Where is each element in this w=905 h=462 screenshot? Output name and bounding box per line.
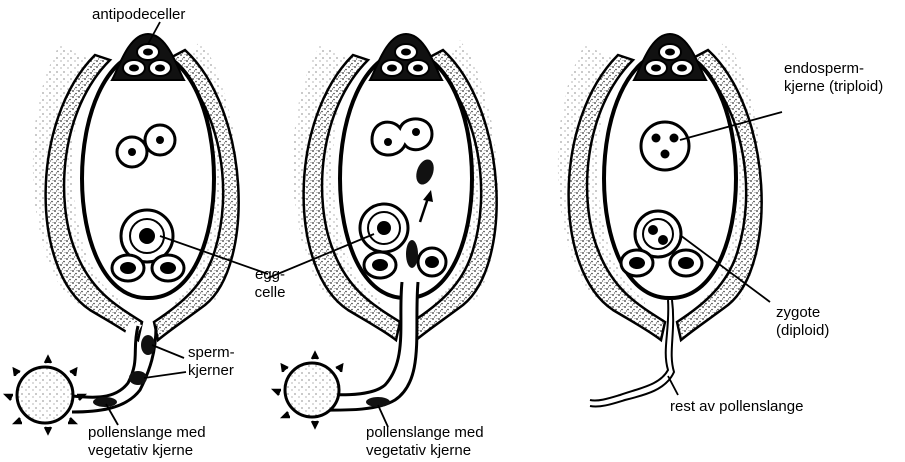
label-pollen-tube-2-line2: vegetativ kjerne [366, 442, 484, 460]
vegetative-nucleus-1 [93, 397, 117, 407]
label-sperm-nuclei-line2: kjerner [188, 362, 235, 380]
label-pollen-tube-2: pollenslange med vegetativ kjerne [366, 424, 484, 460]
embryo-sac-2 [340, 50, 472, 298]
label-zygote: zygote (diploid) [776, 304, 829, 340]
label-endosperm-line1: endosperm- [784, 60, 883, 78]
endosperm-nucleus [641, 122, 689, 170]
label-pollen-tube-rest: rest av pollenslange [670, 398, 803, 416]
leader-tube-rest [668, 376, 678, 395]
label-antipodal-cells: antipodeceller [92, 6, 185, 24]
leader-sperm-a [152, 345, 184, 358]
pollen-grain-2 [285, 363, 339, 417]
label-pollen-tube-1: pollenslange med vegetativ kjerne [88, 424, 206, 460]
label-zygote-line1: zygote [776, 304, 829, 322]
label-pollen-tube-1-line2: vegetativ kjerne [88, 442, 206, 460]
ovule-2 [274, 34, 498, 427]
label-endosperm-line2: kjerne (triploid) [784, 78, 883, 96]
label-egg-cell-line1: egg- [248, 266, 292, 284]
label-zygote-line2: (diploid) [776, 322, 829, 340]
sperm-nucleus-2 [406, 240, 418, 268]
label-pollen-tube-2-line1: pollenslange med [366, 424, 484, 442]
leader-sperm-b [144, 372, 186, 378]
polar-nuclei-2 [372, 119, 432, 155]
label-pollen-tube-1-line1: pollenslange med [88, 424, 206, 442]
label-sperm-nuclei-line1: sperm- [188, 344, 235, 362]
ovule-3 [558, 34, 763, 407]
label-egg-cell-line2: celle [248, 284, 292, 302]
label-egg-cell: egg- celle [248, 266, 292, 302]
label-sperm-nuclei: sperm- kjerner [188, 344, 235, 380]
label-endosperm: endosperm- kjerne (triploid) [784, 60, 883, 96]
pollen-grain-1 [17, 367, 73, 423]
